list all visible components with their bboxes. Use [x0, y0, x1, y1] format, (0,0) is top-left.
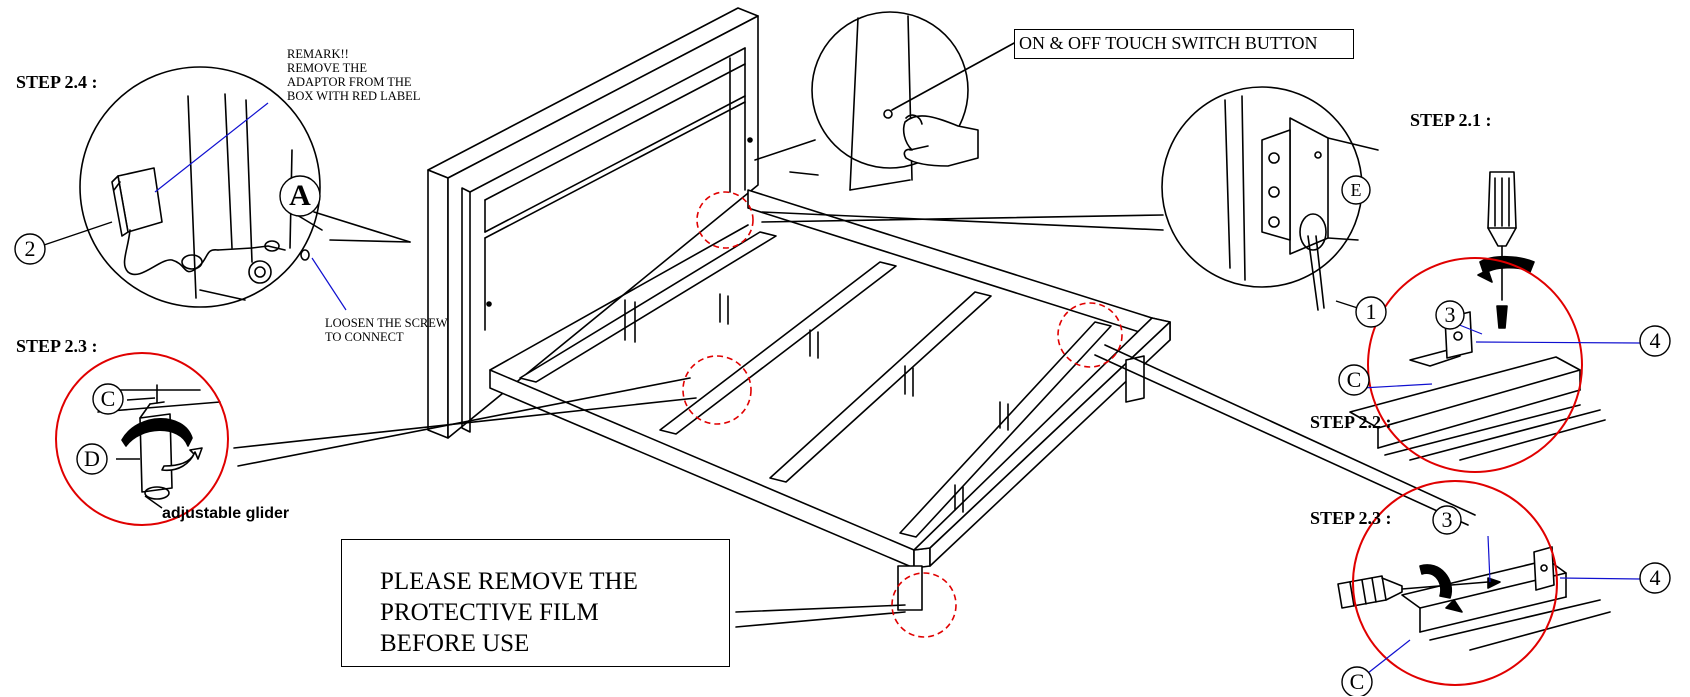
part-c-marker-bottom: C	[1349, 669, 1365, 694]
part-4-marker-top: 4	[1649, 328, 1661, 353]
adjustable-glider-label: adjustable glider	[162, 505, 290, 522]
part-3-marker-top: 3	[1444, 302, 1456, 327]
remark-note: REMARK!! REMOVE THE ADAPTOR FROM THE BOX…	[287, 47, 421, 103]
part-2-marker: 2	[24, 236, 36, 261]
red-dashed-markers	[682, 191, 1123, 638]
bed-frame	[489, 189, 1171, 611]
part-e-marker: E	[1350, 180, 1362, 200]
part-c-marker-left: C	[100, 386, 116, 411]
part-c-marker-top: C	[1346, 367, 1362, 392]
step-2-1-label: STEP 2.1 :	[1410, 110, 1492, 130]
loosen-screw-note: LOOSEN THE SCREW TO CONNECT	[325, 316, 448, 344]
red-detail-circles	[55, 257, 1583, 686]
touch-switch-label: ON & OFF TOUCH SWITCH BUTTON	[1014, 29, 1354, 59]
part-d-marker: D	[84, 446, 100, 471]
headboard	[427, 7, 759, 439]
step-2-2-label: STEP 2.2 :	[1310, 412, 1392, 432]
step-2-4-label: STEP 2.4 :	[16, 72, 98, 92]
protective-film-notice: PLEASE REMOVE THE PROTECTIVE FILM BEFORE…	[341, 539, 730, 667]
part-3-marker-bottom: 3	[1441, 507, 1453, 532]
part-1-marker: 1	[1365, 299, 1377, 324]
step-2-3-left-label: STEP 2.3 :	[16, 336, 98, 356]
part-a-marker: A	[289, 179, 311, 212]
step-2-3-right-label: STEP 2.3 :	[1310, 508, 1392, 528]
part-4-marker-bottom: 4	[1649, 565, 1661, 590]
callout-markers	[14, 175, 1671, 696]
